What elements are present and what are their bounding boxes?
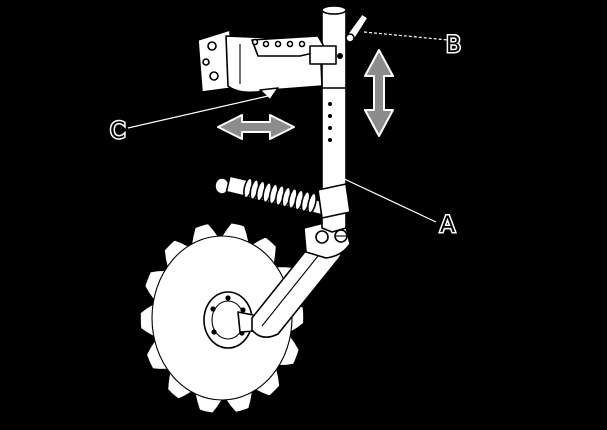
leader-a — [337, 175, 437, 223]
mounting-clamp — [197, 29, 343, 101]
leader-c — [127, 95, 269, 129]
vertical-adjust-arrow — [364, 49, 394, 137]
horizontal-adjust-arrow — [217, 114, 295, 140]
leader-b — [363, 31, 449, 41]
label-b: B — [446, 33, 461, 58]
locking-handle — [345, 13, 369, 43]
vertical-shank — [317, 5, 351, 233]
label-a: A — [440, 213, 455, 238]
spring-coil — [307, 192, 317, 214]
label-c: C — [110, 119, 125, 144]
